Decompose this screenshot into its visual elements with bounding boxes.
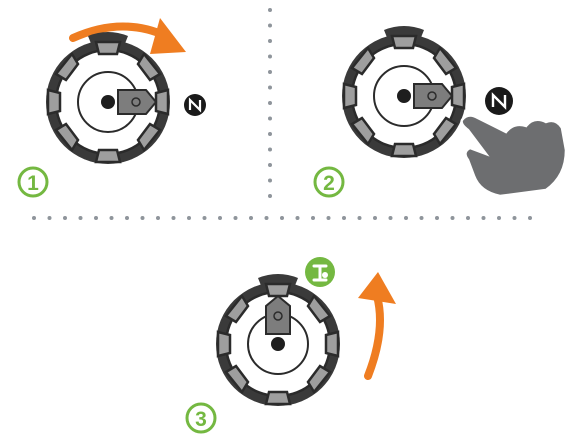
divider-dot: [140, 216, 145, 220]
divider-dot: [481, 216, 486, 220]
divider-dot: [268, 70, 272, 74]
divider-dot: [32, 216, 36, 220]
divider-dot: [125, 216, 129, 220]
key-unlock-icon: [305, 257, 335, 287]
divider-dot: [187, 216, 191, 220]
step-1-number: 1: [27, 172, 39, 195]
knob-icon: [214, 272, 342, 408]
step-3-badge: 3: [185, 402, 217, 434]
divider-dot: [249, 216, 253, 220]
divider-dot: [268, 23, 272, 28]
divider-dot: [404, 216, 408, 220]
pointing-hand-icon: [460, 114, 568, 198]
divider-dot: [466, 216, 470, 220]
knob-icon: [340, 24, 468, 160]
lock-mark-icon: [117, 89, 157, 115]
step-3-number: 3: [195, 408, 207, 431]
arrow-head-icon: [150, 18, 186, 54]
step-2-number: 2: [323, 172, 335, 195]
divider-dot: [268, 85, 272, 90]
divider-dot: [47, 216, 52, 220]
divider-dot: [109, 216, 114, 220]
divider-dot: [268, 147, 272, 152]
divider-dot: [233, 216, 238, 220]
divider-dot: [202, 216, 207, 220]
divider-dot: [78, 216, 83, 220]
step-1-panel: 1: [17, 18, 208, 198]
divider-dot: [357, 216, 362, 220]
lock-mark-icon: [413, 83, 453, 109]
nfc-n-icon: [182, 92, 208, 118]
nfc-n-icon: [485, 87, 513, 115]
step-2-panel: 2: [313, 24, 568, 198]
divider-dot: [268, 54, 272, 59]
divider-dot: [388, 216, 393, 220]
horizontal-divider: [32, 216, 532, 220]
divider-dot: [268, 116, 272, 121]
divider-dot: [218, 216, 222, 220]
arrow-head-icon: [358, 272, 396, 304]
step-1-badge: 1: [17, 166, 49, 198]
divider-dot: [268, 178, 272, 183]
divider-dot: [264, 216, 269, 220]
divider-dot: [156, 216, 160, 220]
divider-dot: [268, 163, 272, 167]
divider-dot: [280, 216, 284, 220]
divider-dot: [373, 216, 377, 220]
divider-dot: [268, 194, 272, 198]
divider-dot: [342, 216, 346, 220]
divider-dot: [326, 216, 331, 220]
divider-dot: [419, 216, 424, 220]
divider-dot: [295, 216, 300, 220]
divider-dot: [497, 216, 501, 220]
divider-dot: [311, 216, 315, 220]
vertical-divider: [268, 8, 272, 198]
divider-dot: [268, 39, 272, 43]
divider-dot: [435, 216, 439, 220]
divider-dot: [268, 8, 272, 12]
step-2-badge: 2: [313, 166, 345, 198]
divider-dot: [268, 132, 272, 136]
divider-dot: [268, 101, 272, 105]
divider-dot: [450, 216, 455, 220]
divider-dot: [63, 216, 67, 220]
curved-arrow-icon: [364, 292, 384, 380]
divider-dot: [94, 216, 98, 220]
divider-dot: [171, 216, 176, 220]
divider-dot: [528, 216, 532, 220]
step-3-panel: 3: [185, 257, 396, 434]
divider-dot: [512, 216, 517, 220]
lock-mark-icon: [265, 295, 291, 335]
